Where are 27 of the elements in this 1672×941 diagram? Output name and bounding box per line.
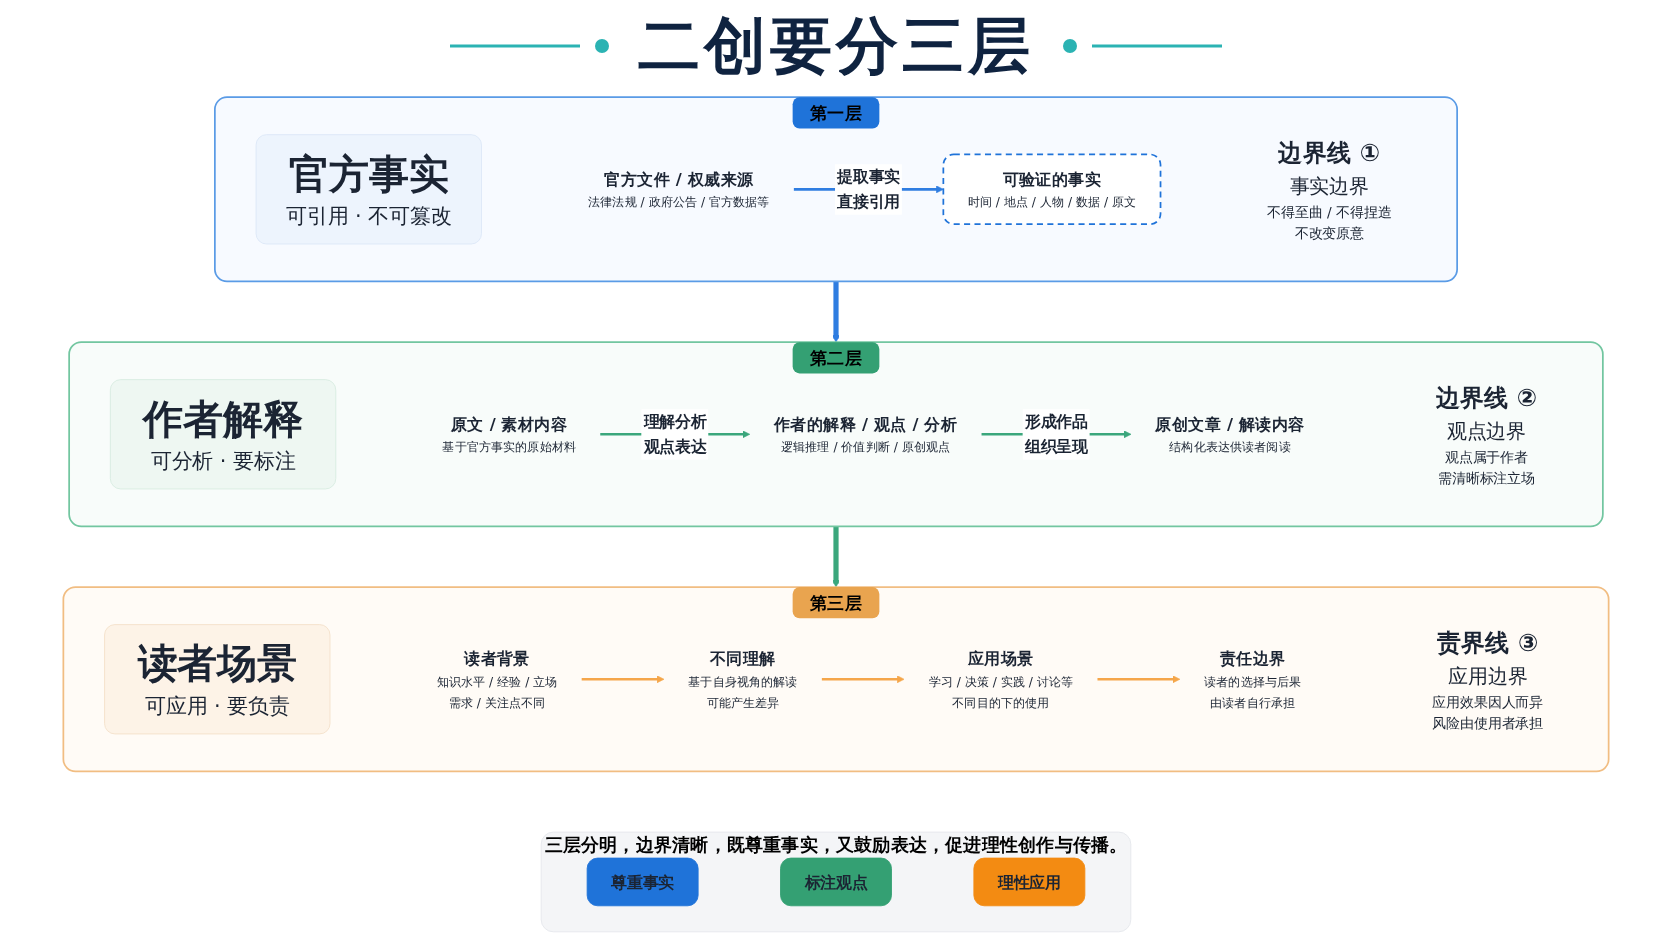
arrow: [832, 526, 840, 588]
node-box: 可验证的事实 时间 / 地点 / 人物 / 数据 / 原文: [942, 153, 1162, 226]
node-box: 读者场景 可应用 · 要负责: [104, 624, 331, 735]
node-text: 责界线 ③ 应用边界 应用效果因人而异 风险由使用者承担: [1432, 628, 1544, 731]
arrow: [832, 281, 840, 343]
node-text: 责任边界 读者的选择与后果 由读者自行承担: [1204, 648, 1302, 709]
node-text: 原文 / 素材内容 基于官方事实的原始材料: [442, 414, 576, 454]
node-text: 作者的解释 / 观点 / 分析 逻辑推理 / 价值判断 / 原创观点: [774, 414, 958, 454]
diagram-title: 二创要分三层: [638, 8, 1034, 84]
node-box: 尊重事实: [586, 857, 699, 907]
arrow: [821, 675, 905, 684]
node-box: 理性应用: [973, 857, 1086, 907]
node-box: 作者解释 可分析 · 要标注: [109, 379, 337, 490]
node-box: 标注观点: [780, 857, 892, 907]
edge-label: 提取事实直接引用: [837, 166, 900, 211]
node-text: 原创文章 / 解读内容 结构化表达供读者阅读: [1155, 414, 1305, 454]
node-text: 边界线 ① 事实边界 不得至曲 / 不得捏造 不改变原意: [1267, 138, 1392, 241]
edge-label: 理解分析观点表达: [643, 411, 707, 456]
node-text: 官方文件 / 权威来源 法律法规 / 政府公告 / 官方数据等: [588, 169, 770, 209]
node-text: 读者背景 知识水平 / 经验 / 立场 需求 / 关注点不同: [436, 648, 558, 709]
arrow: [581, 675, 665, 684]
arrow: [1097, 675, 1181, 684]
node-box: 官方事实 可引用 · 不可篡改: [255, 134, 482, 245]
node-text: 应用场景 学习 / 决策 / 实践 / 讨论等 不同目的下的使用: [928, 648, 1074, 709]
node-text: 不同理解 基于自身视角的解读 可能产生差异: [688, 648, 798, 709]
edge-label: 形成作品组织呈现: [1025, 411, 1088, 456]
node-text: 边界线 ② 观点边界 观点属于作者 需清晰标注立场: [1435, 383, 1538, 486]
